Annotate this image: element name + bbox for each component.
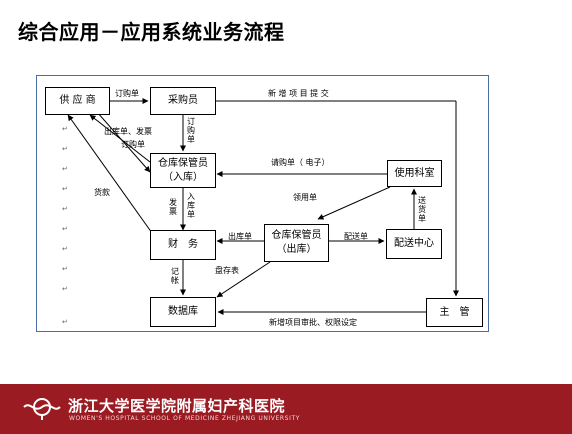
edge-label-inventory: 盘存表 xyxy=(215,266,239,275)
node-warehouse-out-line1: 仓库保管员 xyxy=(271,230,322,241)
node-supplier: 供 应 商 xyxy=(45,87,110,115)
edge-label-order1: 订购单 xyxy=(115,89,139,98)
edge-label-delivery: 配送单 xyxy=(344,232,368,241)
paragraph-mark: ↵ xyxy=(62,145,68,153)
edge-label-invoice-v: 发票 xyxy=(169,198,177,216)
paragraph-mark: ↵ xyxy=(62,185,68,193)
edge-label-outbound-invoice: 出库单、发票 xyxy=(104,127,152,136)
node-using-dept-label: 使用科室 xyxy=(394,167,435,179)
edge-label-inbound-v: 入库单 xyxy=(187,192,195,219)
paragraph-mark: ↵ xyxy=(62,318,68,326)
paragraph-mark: ↵ xyxy=(62,265,68,273)
node-warehouse-in-line1: 仓库保管员 xyxy=(158,157,208,169)
paragraph-mark: ↵ xyxy=(62,125,68,133)
edge-label-new-item-approve: 新增项目审批、权限设定 xyxy=(269,318,357,327)
edge-label-delivery-v: 送货单 xyxy=(418,196,426,223)
node-warehouse-out-line2: （出库） xyxy=(276,244,317,255)
node-supervisor: 主 管 xyxy=(426,298,483,327)
node-distribution-label: 配送中心 xyxy=(394,238,434,249)
edge-label-new-item-submit: 新 增 项 目 提 交 xyxy=(268,89,329,98)
node-purchaser-label: 采购员 xyxy=(168,95,198,106)
footer-hospital-name: 浙江大学医学院附属妇产科医院 xyxy=(68,397,286,415)
node-finance-label: 财 务 xyxy=(168,239,198,250)
paragraph-mark: ↵ xyxy=(62,225,68,233)
edge-label-payment: 货款 xyxy=(94,188,110,197)
node-database: 数据库 xyxy=(150,297,216,327)
hospital-logo-icon xyxy=(23,398,61,420)
flowchart-connectors xyxy=(67,98,459,315)
edge-label-receipt: 领用单 xyxy=(293,193,317,202)
node-supplier-label: 供 应 商 xyxy=(59,95,96,106)
paragraph-mark: ↵ xyxy=(62,205,68,213)
paragraph-mark: ↵ xyxy=(62,165,68,173)
edge-label-bookkeeping-v: 记帐 xyxy=(171,267,179,285)
footer-hospital-name-en: WOMEN'S HOSPITAL SCHOOL OF MEDICINE ZHEJ… xyxy=(69,415,300,422)
paragraph-mark: ↵ xyxy=(62,285,68,293)
node-database-label: 数据库 xyxy=(168,306,198,317)
node-using-dept: 使用科室 xyxy=(387,160,442,187)
node-warehouse-in: 仓库保管员 （入库） xyxy=(150,153,216,188)
node-finance: 财 务 xyxy=(150,230,216,260)
node-warehouse-out: 仓库保管员 （出库） xyxy=(264,224,329,262)
edge-label-order2: 订购单 xyxy=(121,140,145,149)
footer-bar xyxy=(0,384,572,434)
slide-title: 综合应用－应用系统业务流程 xyxy=(18,20,285,44)
edge-label-purchase-order-v: 订购单 xyxy=(187,117,195,144)
paragraph-mark: ↵ xyxy=(62,245,68,253)
node-supervisor-label: 主 管 xyxy=(439,306,470,318)
node-purchaser: 采购员 xyxy=(150,87,216,115)
edge-label-outbound-to-finance: 出库单 xyxy=(228,232,252,241)
node-distribution: 配送中心 xyxy=(386,229,442,259)
edge-label-requisition: 请购单（ 电子） xyxy=(271,158,330,167)
node-warehouse-in-line2: （入库） xyxy=(163,171,203,183)
